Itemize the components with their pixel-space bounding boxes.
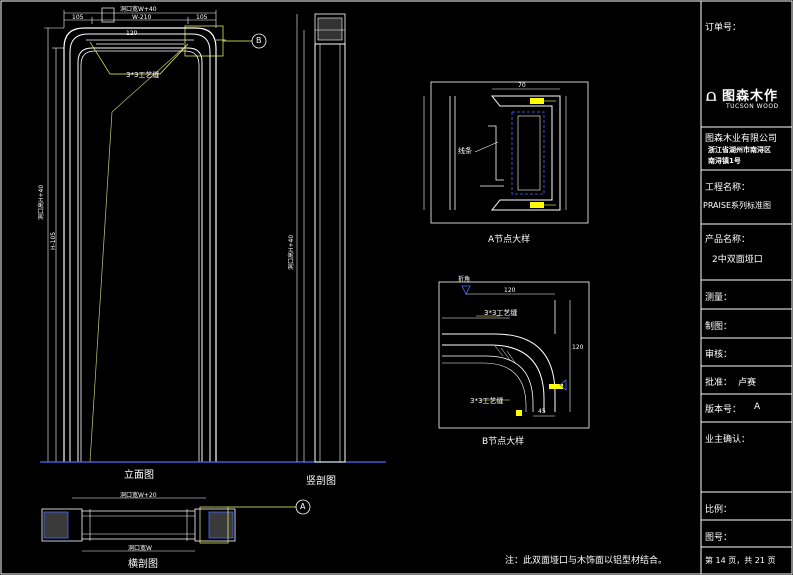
product-label: 产品名称：	[705, 235, 751, 245]
company-logo: ⩍ 图森木作 TUCSON WOOD	[704, 85, 790, 115]
order-no-label: 订单号：	[705, 23, 742, 33]
line-label: 线条	[458, 147, 472, 155]
dim-elev-height-outer: 洞口高H+40	[38, 184, 45, 220]
note-text: 注：此双面垭口与木饰面以铝型材结合。	[505, 556, 668, 566]
product-value: 2中双面垭口	[712, 255, 763, 265]
dim-b-top: 120	[504, 287, 516, 294]
approve-value: 卢赛	[738, 378, 757, 388]
company-address-2: 南浔镇1号	[708, 157, 741, 165]
dim-top-left: 105	[72, 14, 84, 21]
dim-b-bottom: 45	[538, 408, 546, 415]
horizontal-section-view	[41, 497, 311, 552]
groove-top-label: 3*3工艺缝	[126, 71, 160, 79]
logo-mark-icon: ⩍	[706, 86, 717, 105]
dim-hs-bottom: 洞口宽W	[128, 545, 152, 552]
draw-label: 制图：	[705, 322, 733, 332]
horizontal-section-title: 横剖图	[128, 559, 158, 570]
dim-top-width: W-210	[132, 14, 152, 21]
owner-confirm-label: 业主确认：	[705, 435, 751, 445]
scale-label: 比例：	[705, 505, 733, 515]
dim-a-top: 70	[518, 82, 526, 89]
vertical-section-view	[296, 13, 346, 463]
detail-b-view	[438, 281, 590, 429]
callout-b-label: B	[256, 36, 262, 45]
version-value: A	[754, 402, 761, 412]
page-indicator: 第 14 页，共 21 页	[705, 556, 776, 565]
dim-top-opening: 洞口宽W+40	[120, 6, 157, 13]
dim-top-small: 120	[126, 30, 138, 37]
dim-elev-height-inner: H-105	[50, 231, 57, 250]
logo-cn: 图森木作	[722, 89, 779, 104]
dim-b-side: 120	[572, 344, 584, 351]
dim-hs-top: 洞口宽W+20	[120, 492, 157, 499]
fold-label: 折角	[458, 276, 471, 283]
project-value: PRAISE系列标准图	[703, 201, 772, 210]
dim-vs-height: 洞口高H+40	[288, 234, 295, 270]
company-address-1: 浙江省湖州市南浔区	[708, 146, 771, 154]
review-label: 审核：	[705, 350, 733, 360]
approve-label: 批准：	[705, 378, 733, 388]
logo-en: TUCSON WOOD	[726, 103, 779, 110]
project-label: 工程名称：	[705, 183, 751, 193]
detail-b-title: B节点大样	[482, 437, 525, 447]
vertical-section-title: 竖剖图	[306, 476, 336, 487]
groove-b-top-label: 3*3工艺缝	[484, 309, 518, 317]
drawing-no-label: 图号：	[705, 533, 733, 543]
detail-a-title: A节点大样	[488, 235, 531, 245]
title-block-grid	[701, 126, 792, 548]
version-label: 版本号：	[705, 405, 742, 415]
groove-b-bottom-label: 3*3工艺缝	[470, 397, 504, 405]
measure-label: 测量：	[705, 293, 733, 303]
company-name: 图森木业有限公司	[705, 134, 778, 144]
elevation-title: 立面图	[124, 470, 154, 481]
elevation-view	[40, 7, 386, 463]
dim-top-right: 105	[196, 14, 208, 21]
detail-a-view	[423, 81, 589, 224]
callout-a-label: A	[300, 502, 306, 511]
